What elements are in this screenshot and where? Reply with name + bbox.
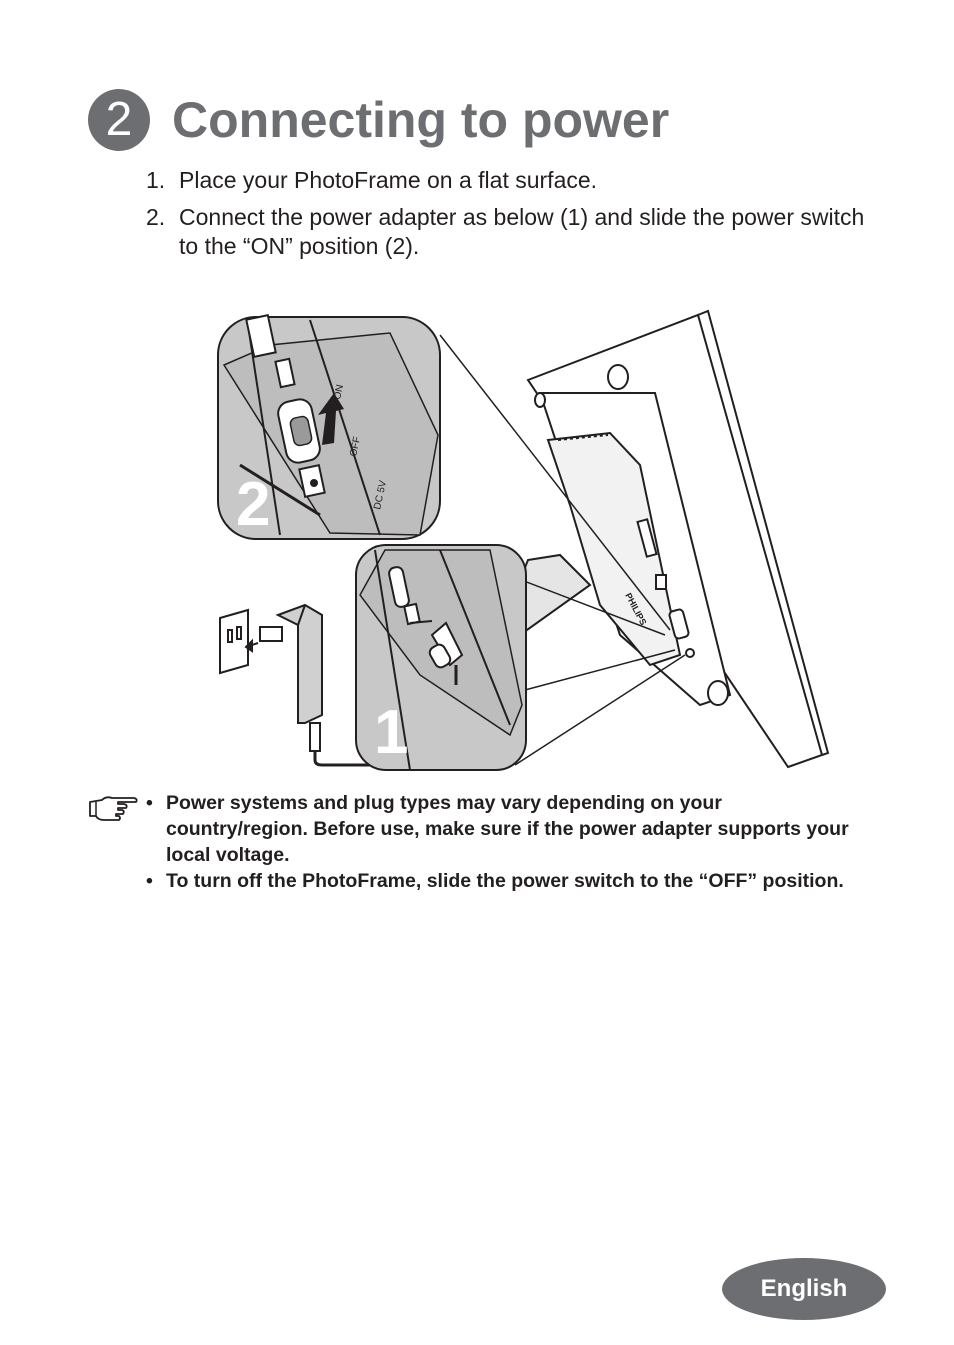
step-text: Connect the power adapter as below (1) a… — [179, 204, 865, 259]
note-item: • Power systems and plug types may vary … — [146, 790, 866, 868]
note-bullet: • — [146, 870, 153, 892]
note-item: • To turn off the PhotoFrame, slide the … — [146, 868, 866, 894]
inset-power-switch: ON OFF DC 5V 2 — [217, 313, 441, 540]
section-header: 2 Connecting to power — [88, 88, 669, 152]
note-text: To turn off the PhotoFrame, slide the po… — [166, 870, 844, 892]
step-text: Place your PhotoFrame on a flat surface. — [179, 167, 598, 193]
note-bullet: • — [146, 792, 153, 814]
step-number-badge: 2 — [88, 89, 150, 151]
step-item: 2. Connect the power adapter as below (1… — [146, 203, 876, 261]
note-text: Power systems and plug types may vary de… — [166, 792, 849, 866]
callout-number-2: 2 — [236, 470, 270, 539]
page-title: Connecting to power — [172, 92, 670, 148]
on-label: ON — [332, 384, 346, 401]
step-number: 1. — [146, 167, 166, 193]
note-list: • Power systems and plug types may vary … — [146, 790, 866, 894]
wall-socket-drawing — [219, 608, 259, 675]
instruction-steps: 1. Place your PhotoFrame on a flat surfa… — [146, 166, 876, 269]
inset-power-plug: 1 — [355, 544, 527, 771]
callout-number-1: 1 — [374, 698, 408, 767]
step-item: 1. Place your PhotoFrame on a flat surfa… — [146, 166, 876, 195]
off-label: OFF — [348, 436, 363, 458]
pointing-hand-icon — [89, 796, 138, 821]
photoframe-drawing: PHILIPS — [526, 309, 830, 769]
language-badge: English — [722, 1258, 886, 1320]
power-connection-illustration: PHILIPS ON OFF — [217, 309, 830, 771]
step-number: 2. — [146, 204, 166, 230]
